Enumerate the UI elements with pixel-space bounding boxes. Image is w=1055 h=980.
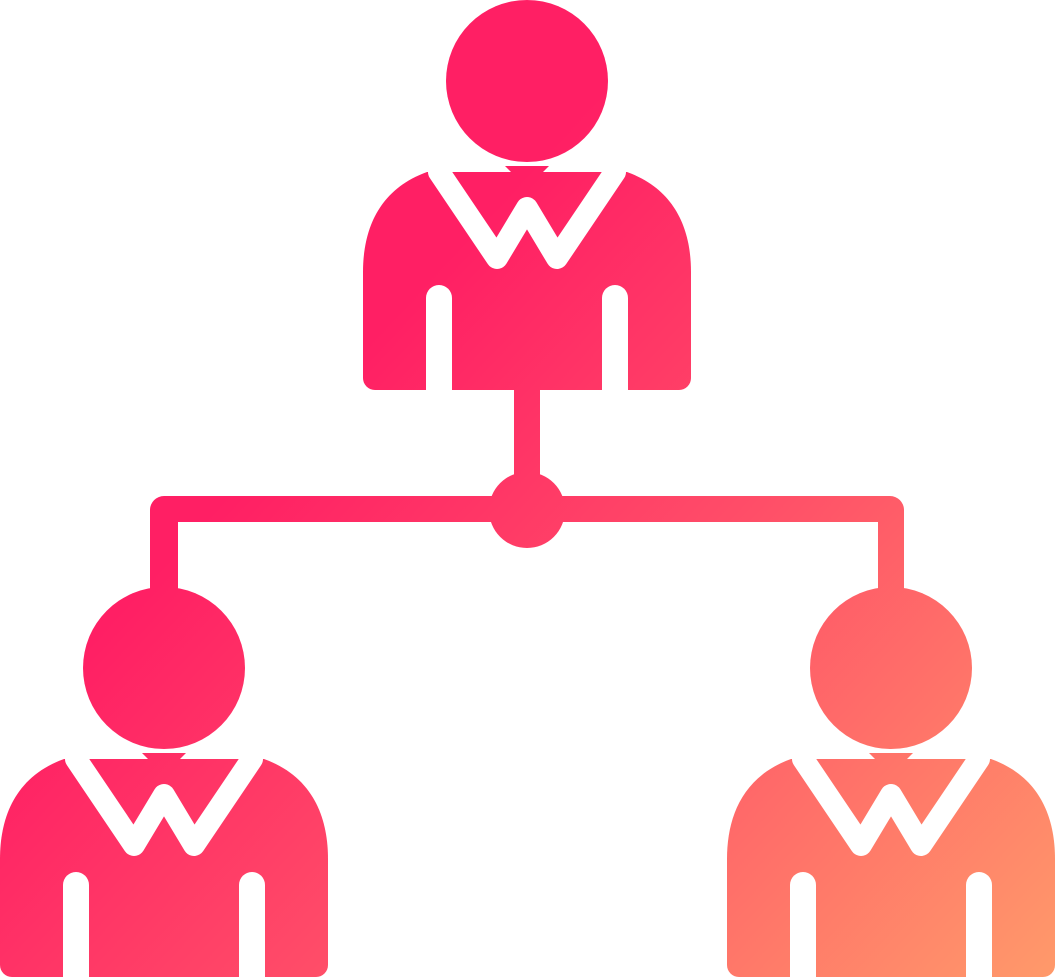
collar-icon	[428, 161, 626, 269]
tie-knot-icon	[142, 753, 186, 775]
right-arm-gap	[602, 285, 628, 402]
collar-icon	[65, 748, 263, 856]
tie-knot-icon	[869, 753, 913, 775]
head-icon	[446, 0, 608, 162]
head-icon	[83, 587, 245, 749]
right-arm-gap	[966, 872, 992, 980]
tie-knot-icon	[505, 166, 549, 188]
bottom-left-person	[0, 587, 328, 980]
horizontal-branch-line	[150, 496, 904, 592]
left-arm-gap	[426, 285, 452, 402]
top-person	[363, 0, 691, 402]
head-icon	[810, 587, 972, 749]
bottom-right-person	[727, 587, 1055, 980]
collar-icon	[792, 748, 990, 856]
junction-node	[489, 472, 565, 548]
left-arm-gap	[63, 872, 89, 980]
left-arm-gap	[790, 872, 816, 980]
right-arm-gap	[239, 872, 265, 980]
connector-lines	[150, 386, 904, 592]
